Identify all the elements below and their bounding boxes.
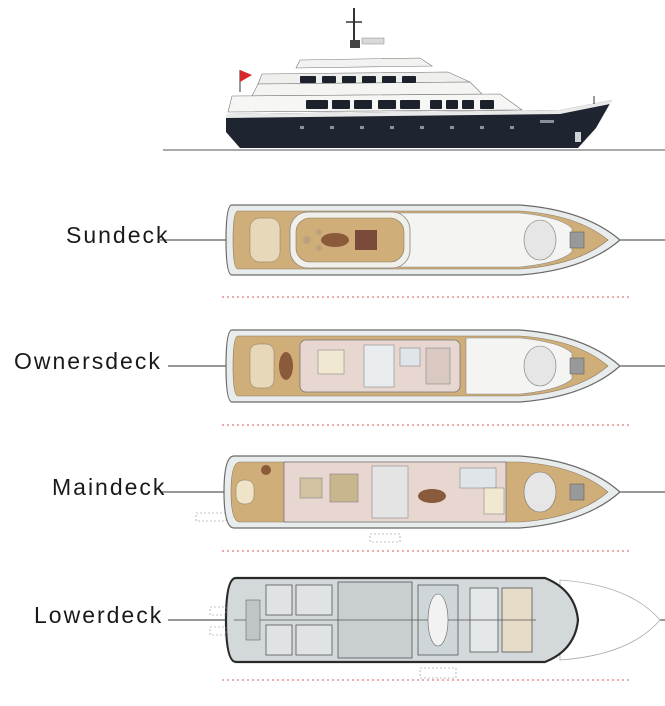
deck-label-sundeck: Sundeck <box>66 222 170 248</box>
sundeck-plan <box>160 204 665 276</box>
mast-icon <box>346 8 385 48</box>
ownersdeck-plan <box>168 329 665 403</box>
deck-label-lowerdeck: Lowerdeck <box>34 602 164 628</box>
deck-label-ownersdeck: Ownersdeck <box>14 348 162 374</box>
ship-profile-icon <box>163 8 665 151</box>
window-band <box>300 76 494 109</box>
lowerdeck-plan <box>168 576 665 679</box>
maindeck-plan <box>160 455 665 543</box>
deck-label-maindeck: Maindeck <box>52 474 167 500</box>
flag-icon <box>239 70 252 92</box>
